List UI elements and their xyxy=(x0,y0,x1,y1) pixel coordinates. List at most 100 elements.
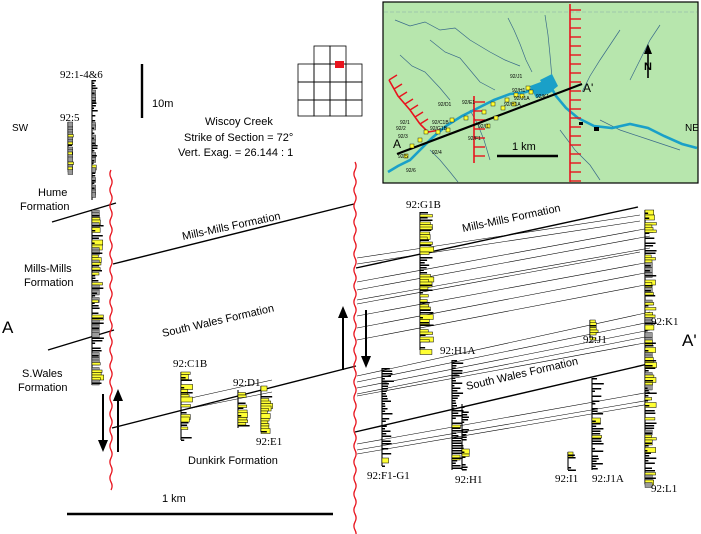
map-label-a: A xyxy=(393,137,401,151)
section-line xyxy=(396,82,583,156)
map-well-marker xyxy=(481,109,487,115)
mills-top-middle xyxy=(112,203,355,265)
map-well-label: 92/H1 xyxy=(512,88,526,94)
correlation-line xyxy=(356,283,651,341)
correlation-line xyxy=(356,220,641,265)
correlation-line xyxy=(356,391,651,445)
well-log xyxy=(67,121,74,175)
well-label-h1: 92:H1 xyxy=(455,474,483,486)
fault-trace-left xyxy=(109,169,113,491)
hume-base-left xyxy=(51,202,117,223)
correlation-line xyxy=(356,335,651,395)
correlation-line xyxy=(356,341,651,397)
well-label-j1a: 92:J1A xyxy=(592,473,624,485)
map-well-marker xyxy=(435,129,441,135)
fault-tick xyxy=(404,98,414,105)
hume-label-1: Hume xyxy=(38,187,67,199)
well-log xyxy=(451,360,464,470)
map-label-a-prime: A' xyxy=(583,81,593,95)
river-pond xyxy=(540,74,558,94)
map-town-marker-2 xyxy=(579,122,583,125)
map-well-marker xyxy=(500,105,506,111)
map-well-label: 92/G1B xyxy=(430,126,448,132)
correlation-line xyxy=(356,227,651,283)
strike-text: Strike of Section = 72° xyxy=(184,132,293,144)
correlation-line xyxy=(356,321,651,383)
correlation-lines xyxy=(181,214,651,455)
map-well-marker xyxy=(490,101,496,107)
map-well-marker xyxy=(525,85,531,91)
hume-label-2: Formation xyxy=(20,201,70,213)
mills-mid-label: Mills-Mills Formation xyxy=(181,210,282,243)
map-well-label: 92/3 xyxy=(398,134,408,140)
map-well-marker xyxy=(511,101,517,107)
map-well-marker xyxy=(417,137,423,143)
map-well-marker xyxy=(504,97,510,103)
map-fault-ticks xyxy=(388,9,581,182)
fault-tick xyxy=(393,83,403,90)
township-highlight xyxy=(335,61,344,68)
map-well-label: 92/C1B xyxy=(432,120,449,126)
map-well-marker xyxy=(519,93,525,99)
map-well-marker xyxy=(403,153,409,159)
well-label-l1: 92:L1 xyxy=(651,483,677,495)
well-label-g1b: 92:G1B xyxy=(406,199,441,211)
map-well-label: 92/4 xyxy=(432,150,442,156)
map-well-label: 92/F1 xyxy=(468,136,481,142)
correlation-line xyxy=(356,261,651,317)
well-log xyxy=(567,451,576,471)
dunkirk-top-right xyxy=(354,363,649,433)
map-well-marker xyxy=(449,117,455,123)
map-well-marker xyxy=(463,115,469,121)
map-well-label: 92/J1A xyxy=(514,96,530,102)
map-well-label: 92/K1 xyxy=(536,94,549,100)
section-title: Wiscoy Creek xyxy=(205,116,273,128)
correlation-line xyxy=(356,329,651,389)
map-well-marker xyxy=(528,89,534,95)
correlation-line xyxy=(356,399,651,451)
map-well-label: 92/H1A xyxy=(504,102,521,108)
well-label-h1a: 92:H1A xyxy=(440,345,476,357)
up-arrow-right-icon xyxy=(338,306,348,318)
section-end-a-prime: A' xyxy=(682,331,697,350)
map-well-marker xyxy=(409,143,415,149)
map-well-label: 92/6 xyxy=(406,168,416,174)
map-scale-label: 1 km xyxy=(512,141,536,153)
map-well-label: 92/E1 xyxy=(462,100,475,106)
well-label-f1-g1: 92:F1-G1 xyxy=(367,470,410,482)
swales-left-label-1: S.Wales xyxy=(22,368,63,380)
map-streams xyxy=(394,14,681,183)
correlation-line xyxy=(356,247,651,301)
swales-left-label-2: Formation xyxy=(18,382,68,394)
river-bend xyxy=(530,80,552,98)
mills-top-right xyxy=(355,206,639,269)
well-log xyxy=(461,404,470,471)
well-logs xyxy=(67,80,657,488)
fault-tick xyxy=(414,111,424,118)
correlation-line xyxy=(356,403,651,455)
north-arrow-icon xyxy=(644,44,652,54)
correlation-line xyxy=(356,251,641,305)
map-well-markers xyxy=(403,85,534,159)
well-label-d1: 92:D1 xyxy=(233,377,261,389)
down-arrow-left-icon xyxy=(98,440,108,452)
section-end-a: A xyxy=(2,318,14,337)
well-label-k1: 92:K1 xyxy=(651,316,679,328)
well-label-1-4-6: 92:1-4&6 xyxy=(60,69,103,81)
map-well-marker xyxy=(423,129,429,135)
correlation-line xyxy=(356,311,651,377)
mills-right-label: Mills-Mills Formation xyxy=(461,202,562,235)
township-grid xyxy=(297,45,363,117)
map-well-label: 92/5 xyxy=(398,154,408,160)
well-log xyxy=(237,390,250,428)
map-well-label: 92/1 xyxy=(400,120,410,126)
well-label-i1: 92:I1 xyxy=(555,473,578,485)
well-log xyxy=(91,80,98,200)
well-label-5: 92:5 xyxy=(60,112,80,124)
fault-displacement-arrows xyxy=(98,306,371,452)
fault-tick xyxy=(419,118,429,125)
down-arrow-right-icon xyxy=(361,356,371,368)
well-label-e1: 92:E1 xyxy=(256,436,282,448)
